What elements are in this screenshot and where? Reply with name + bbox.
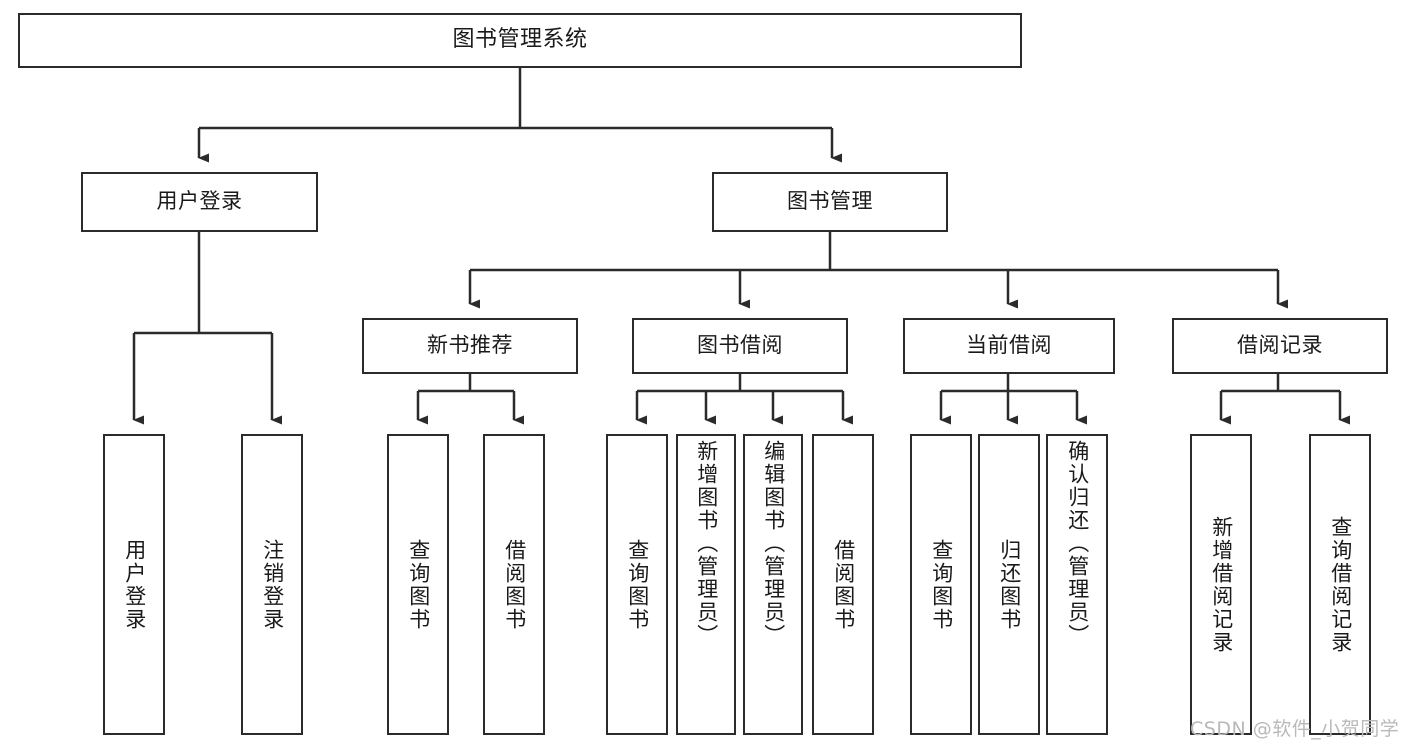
- leaf-query-book-current[interactable]: 查询图书: [910, 434, 972, 735]
- node-label: 借阅图书: [831, 538, 856, 631]
- leaf-add-borrow-record[interactable]: 新增借阅记录: [1190, 434, 1252, 735]
- node-label: 查询图书: [406, 538, 431, 631]
- node-current-borrow[interactable]: 当前借阅: [903, 318, 1115, 374]
- leaf-borrow-book-recommend[interactable]: 借阅图书: [483, 434, 545, 735]
- leaf-logout[interactable]: 注销登录: [241, 434, 303, 735]
- node-label: 图书管理系统: [452, 27, 588, 53]
- node-label: 新增借阅记录: [1209, 515, 1234, 654]
- csdn-watermark: CSDN @软件_小贺同学: [1190, 718, 1400, 740]
- node-borrow-records[interactable]: 借阅记录: [1172, 318, 1388, 374]
- leaf-borrow-book[interactable]: 借阅图书: [812, 434, 874, 735]
- node-label: 确认归还（管理员）: [1065, 440, 1090, 647]
- node-label: 当前借阅: [966, 333, 1052, 358]
- node-label: 借阅图书: [502, 538, 527, 631]
- node-label: 用户登录: [122, 538, 147, 631]
- node-label: 查询借阅记录: [1328, 515, 1353, 654]
- node-book-management[interactable]: 图书管理: [712, 172, 948, 232]
- leaf-edit-book-admin[interactable]: 编辑图书（管理员）: [743, 434, 803, 735]
- node-label: 归还图书: [997, 538, 1022, 631]
- node-label: 编辑图书（管理员）: [761, 440, 786, 647]
- leaf-confirm-return-admin[interactable]: 确认归还（管理员）: [1046, 434, 1108, 735]
- node-label: 图书管理: [787, 189, 873, 214]
- node-label: 图书借阅: [697, 333, 783, 358]
- node-label: 查询图书: [929, 538, 954, 631]
- node-new-book-recommend[interactable]: 新书推荐: [362, 318, 578, 374]
- node-label: 新书推荐: [427, 333, 513, 358]
- leaf-user-login[interactable]: 用户登录: [103, 434, 165, 735]
- leaf-add-book-admin[interactable]: 新增图书（管理员）: [676, 434, 736, 735]
- node-label: 查询图书: [625, 538, 650, 631]
- node-root-system[interactable]: 图书管理系统: [18, 13, 1022, 68]
- leaf-query-book-recommend[interactable]: 查询图书: [387, 434, 449, 735]
- node-label: 借阅记录: [1237, 333, 1323, 358]
- node-label: 注销登录: [260, 538, 285, 631]
- leaf-query-book-borrow[interactable]: 查询图书: [606, 434, 668, 735]
- leaf-return-book[interactable]: 归还图书: [978, 434, 1040, 735]
- node-user-login[interactable]: 用户登录: [81, 172, 318, 232]
- node-book-borrow[interactable]: 图书借阅: [632, 318, 848, 374]
- node-label: 用户登录: [156, 189, 243, 214]
- node-label: 新增图书（管理员）: [694, 440, 719, 647]
- leaf-query-borrow-record[interactable]: 查询借阅记录: [1309, 434, 1371, 735]
